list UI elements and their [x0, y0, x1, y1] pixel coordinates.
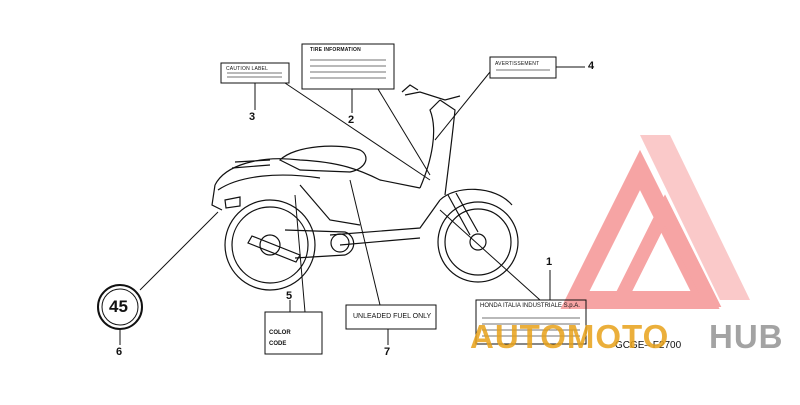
- scooter-outline: [211, 84, 519, 291]
- watermark-text-primary: AUTOMOTO: [470, 318, 670, 355]
- fuel-label: UNLEADED FUEL ONLY: [353, 313, 432, 320]
- callout-6: 6: [116, 346, 123, 358]
- caution-label: CAUTION LABEL: [226, 66, 269, 72]
- callout-4: 4: [588, 60, 595, 72]
- avertissement-label: AVERTISSEMENT: [495, 61, 540, 67]
- callout-2: 2: [348, 114, 355, 126]
- speed-limit-value: 45: [109, 297, 128, 316]
- tire-info-label: TIRE INFORMATION: [310, 47, 361, 53]
- figure-code: GCGE– F2700: [615, 340, 682, 351]
- callout-3: 3: [249, 111, 256, 123]
- color-code-line1: COLOR: [269, 330, 291, 336]
- manufacturer-label: HONDA ITALIA INDUSTRIALE S.p.A.: [480, 303, 580, 309]
- watermark-text-secondary: HUB: [709, 318, 784, 355]
- watermark-logo-icon: [560, 135, 750, 309]
- callout-1: 1: [546, 256, 553, 268]
- callout-7: 7: [384, 346, 391, 358]
- leader-lines: [119, 66, 585, 345]
- color-code-line2: CODE: [269, 341, 287, 347]
- callout-5: 5: [286, 290, 293, 302]
